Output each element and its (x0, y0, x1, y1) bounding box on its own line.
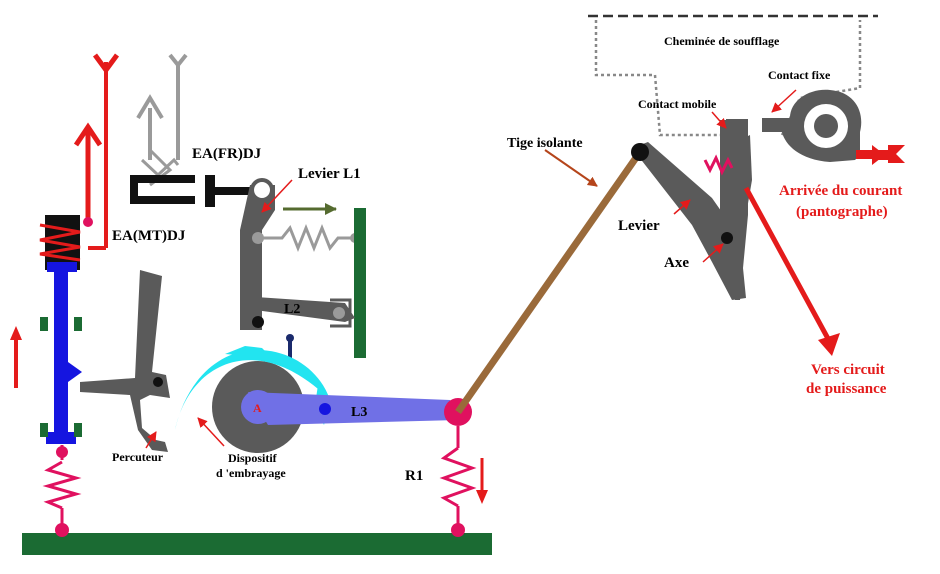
ea-fr-dj-actuator (130, 53, 255, 207)
label-clutch-2: d 'embrayage (216, 466, 286, 480)
link-l2 (240, 296, 355, 328)
label-striker: Percuteur (112, 450, 164, 464)
ea-mt-dj-actuator (10, 53, 120, 537)
lever-l1 (240, 178, 366, 358)
label-r1: R1 (405, 468, 423, 484)
label-ea-mt-dj: EA(MT)DJ (112, 228, 186, 244)
label-lever: Levier (618, 218, 660, 234)
link-l3 (248, 392, 458, 425)
label-ea-fr-dj: EA(FR)DJ (192, 146, 262, 162)
label-point-a: A (253, 401, 262, 415)
label-current-arrival-2: (pantographe) (796, 204, 888, 220)
moving-contact-lever (631, 119, 752, 300)
label-fixed-contact: Contact fixe (768, 68, 831, 82)
label-chimney: Cheminée de soufflage (664, 34, 780, 48)
label-clutch-1: Dispositif (228, 451, 278, 465)
spring-r1 (439, 398, 488, 537)
fixed-contact (762, 89, 905, 165)
ground-bar-left (22, 533, 492, 555)
arrow-tige-isolante (544, 149, 598, 187)
striker (80, 270, 170, 452)
arrow-levier-l1 (261, 179, 293, 213)
arrow-levier (673, 199, 691, 215)
label-l3: L3 (351, 405, 367, 420)
label-insulating-rod: Tige isolante (507, 136, 583, 151)
arrow-percuteur (145, 431, 157, 449)
arrow-contact-mobile (711, 111, 727, 129)
label-current-arrival-1: Arrivée du courant (779, 183, 902, 199)
label-power-circuit-1: Vers circuit (811, 362, 885, 378)
label-power-circuit-2: de puissance (806, 381, 887, 397)
label-moving-contact: Contact mobile (638, 97, 717, 111)
label-l2: L2 (284, 302, 300, 317)
label-axis: Axe (664, 255, 689, 271)
arrow-dispositif (197, 417, 225, 447)
insulating-rod (455, 149, 643, 415)
arrow-axe (702, 243, 724, 263)
label-lever-l1: Levier L1 (298, 166, 361, 182)
arrow-contact-fixe (771, 89, 797, 113)
power-circuit-line (743, 186, 835, 348)
